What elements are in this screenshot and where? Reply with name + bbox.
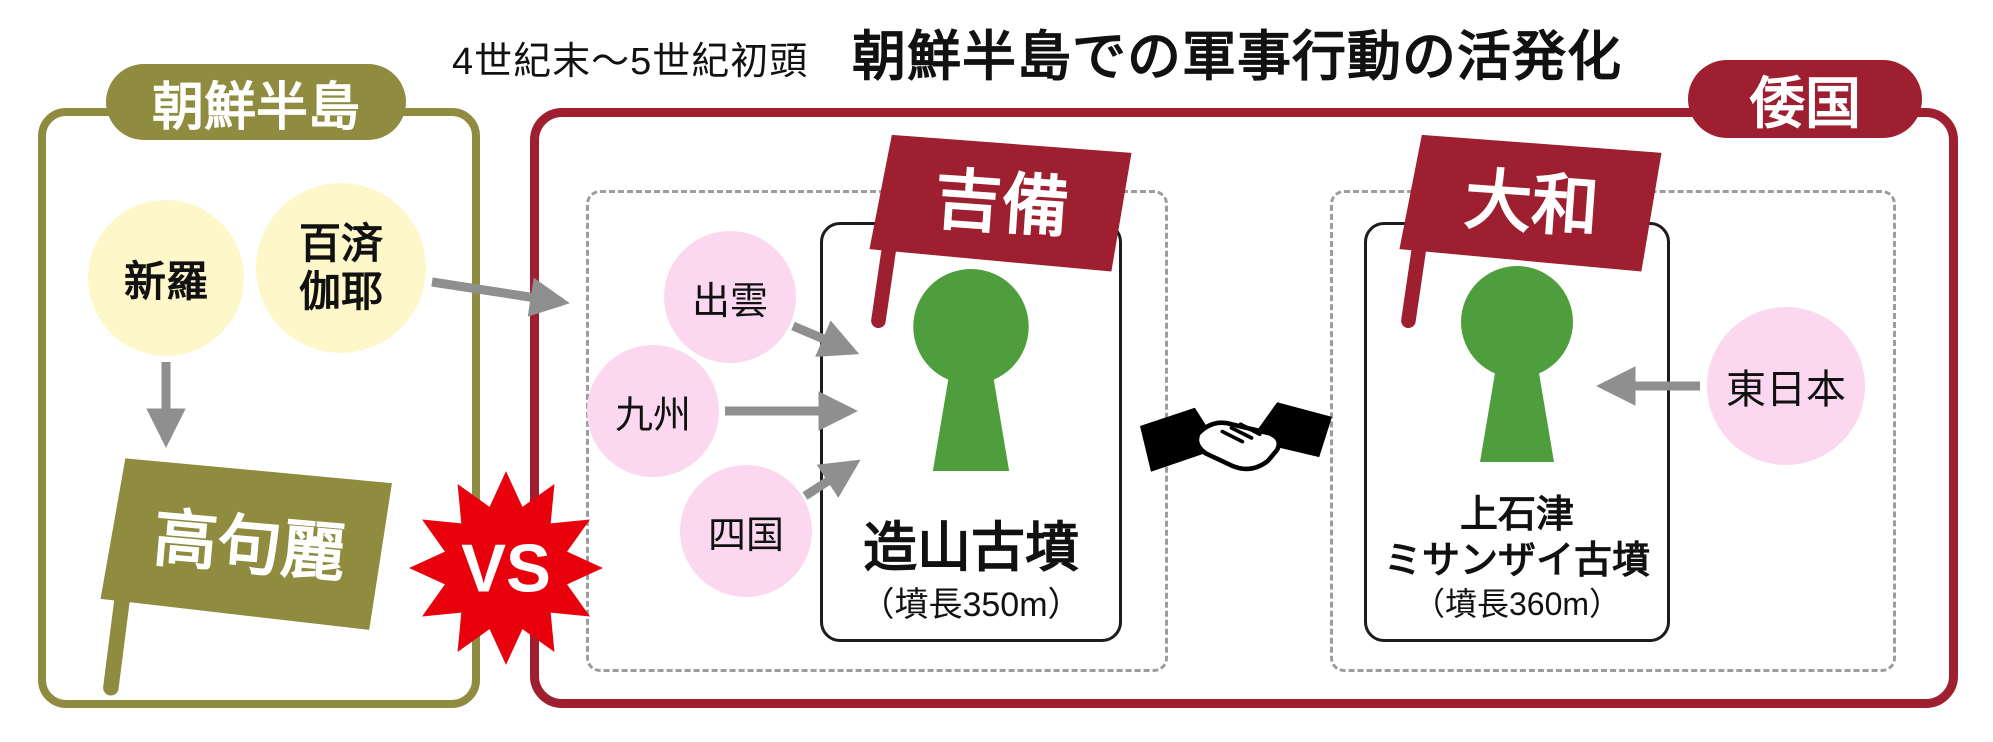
- misanzai-kofun-length: （墳長360m）: [1412, 586, 1622, 622]
- flag-banner: [100, 458, 392, 630]
- kyushu-label: 九州: [614, 394, 691, 437]
- gaya-label: 伽耶: [298, 268, 383, 315]
- handshake-icon: [1140, 402, 1332, 472]
- vs-label: VS: [461, 531, 551, 606]
- wa-panel-label: 倭国: [1688, 60, 1922, 138]
- shikoku-circle: 四国: [680, 465, 812, 597]
- silla-label: 新羅: [123, 257, 208, 305]
- yamato-flag-label: 大和: [1462, 162, 1601, 246]
- vs-starburst: VS: [409, 471, 603, 665]
- izumo-circle: 出雲: [664, 231, 796, 363]
- keyhole-tomb-icon: [913, 268, 1029, 471]
- east-japan-circle: 東日本: [1707, 307, 1865, 465]
- tsukuriyama-kofun-length: （墳長350m）: [860, 586, 1082, 624]
- tsukuriyama-kofun-name: 造山古墳: [863, 518, 1079, 578]
- kibi-flag-label: 吉備: [932, 162, 1071, 246]
- izumo-label: 出雲: [691, 280, 768, 323]
- baekje-gaya-circle: 百済 伽耶: [256, 183, 426, 353]
- kyushu-circle: 九州: [587, 345, 719, 477]
- page-title: 朝鮮半島での軍事行動の活発化: [852, 27, 1622, 87]
- yamato-flag: 大和: [1399, 134, 1662, 329]
- baekje-label: 百済: [298, 219, 383, 267]
- korea-panel-label: 朝鮮半島: [106, 64, 406, 140]
- silla-circle: 新羅: [88, 200, 244, 356]
- starburst-shape: [409, 471, 603, 665]
- goguryeo-flag: 高句麗: [100, 458, 392, 696]
- tsukuriyama-kofun-card: 造山古墳 （墳長350m）: [820, 222, 1122, 642]
- kibi-flag: 吉備: [869, 134, 1132, 329]
- period-label: 4世紀末〜5世紀初頭: [452, 41, 809, 83]
- flag-banner: [1399, 134, 1662, 272]
- misanzai-kofun-name-line2: ミサンザイ古墳: [1383, 540, 1650, 582]
- keyhole-tomb-icon: [1461, 266, 1573, 462]
- shikoku-label: 四国: [707, 514, 784, 557]
- east-japan-label: 東日本: [1726, 368, 1846, 412]
- misanzai-kofun-name-line1: 上石津: [1459, 494, 1574, 536]
- flag-banner: [869, 134, 1132, 272]
- goguryeo-flag-label: 高句麗: [151, 502, 349, 590]
